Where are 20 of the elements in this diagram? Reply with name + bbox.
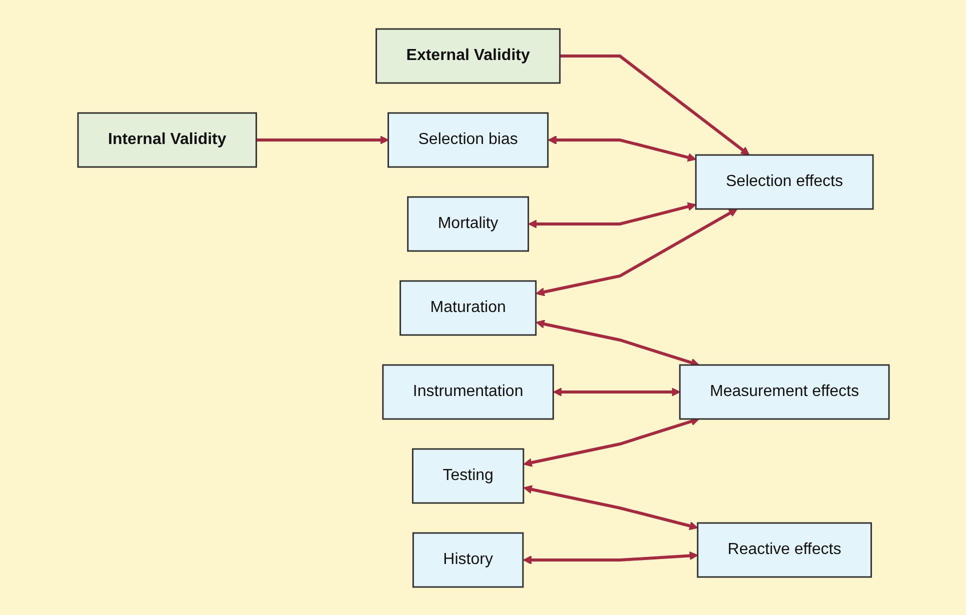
node-box: External Validity <box>375 28 560 84</box>
arrow <box>552 387 680 396</box>
node-box: Testing <box>411 448 524 504</box>
node-box: Instrumentation <box>382 364 554 420</box>
arrow <box>547 135 696 162</box>
node-box: Reactive effects <box>696 522 872 578</box>
node-box: Maturation <box>399 280 536 336</box>
node-box: History <box>412 532 524 588</box>
arrow <box>535 208 738 296</box>
node-box: Mortality <box>406 196 529 252</box>
node-box: Selection effects <box>694 154 874 210</box>
node-box: Selection bias <box>387 112 548 168</box>
arrow <box>559 54 750 155</box>
arrow <box>522 484 698 530</box>
arrow <box>522 550 698 564</box>
arrow <box>256 135 388 144</box>
node-box: Measurement effects <box>678 364 890 420</box>
arrow <box>535 319 699 366</box>
node-box: Internal Validity <box>76 112 257 168</box>
arrow <box>528 202 696 228</box>
